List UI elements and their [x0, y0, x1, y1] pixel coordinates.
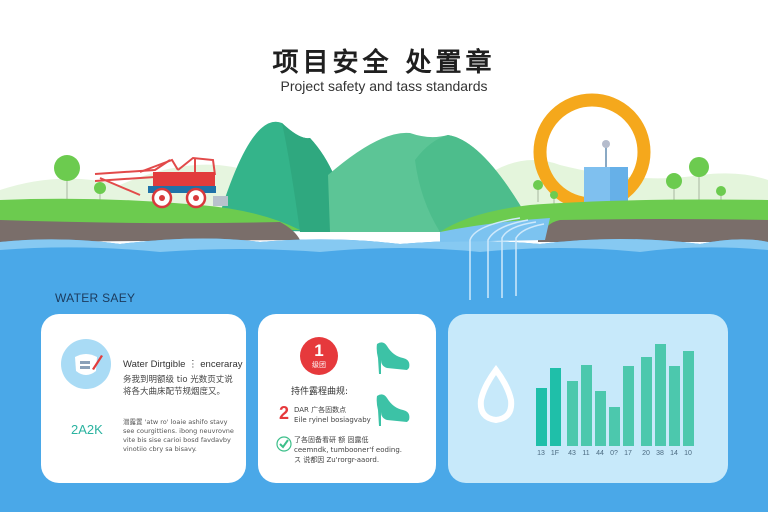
shield-document-icon	[61, 339, 111, 389]
chart-x-label: 13	[537, 450, 545, 457]
chart-bar	[595, 391, 606, 446]
card-text: 务我到明额级 tio 光数页丈说	[123, 375, 233, 385]
step-2-number: 2	[279, 403, 290, 423]
chart-x-label: 14	[670, 450, 678, 457]
chart-x-label: 44	[596, 450, 604, 457]
high-heel-shoe-icon	[376, 342, 410, 374]
chart-x-label: 10	[684, 450, 692, 457]
step-2-text: Eile ryinel bosiagvaby	[294, 416, 371, 424]
chart-bar	[609, 407, 620, 446]
water-safety-card: Water Dirtgible ⋮ enceraray 务我到明额级 tio 光…	[41, 314, 246, 483]
card-title: Water Dirtgible ⋮ enceraray	[123, 359, 243, 370]
crane-truck-illustration	[94, 156, 228, 209]
step-1-badge: 1 级团	[300, 337, 338, 375]
chart-bar	[550, 368, 561, 446]
chart-x-label: 17	[624, 450, 632, 457]
water-drop-icon	[477, 364, 515, 424]
header: 项目安全 处置章 Project safety and tass standar…	[0, 0, 768, 110]
chart-bar	[669, 366, 680, 446]
section-label: WATER SAEY	[55, 291, 136, 305]
chart-x-label: 0?	[610, 450, 618, 457]
step-heading: 持件露程曲规:	[291, 387, 349, 397]
chart-bar	[641, 357, 652, 446]
chart-bar	[567, 381, 578, 446]
chart-bar	[683, 351, 694, 446]
card-text: 将各大曲床配节规烟度又。	[123, 387, 226, 397]
card-small-text: vinotiio cbry sa bisavy.	[123, 445, 197, 453]
chart-x-label: 1F	[550, 450, 560, 457]
page-title: 项目安全 处置章	[272, 48, 496, 78]
step-3-text: ceemndk, tumbooner'f eoding.	[294, 446, 402, 454]
chart-bar	[623, 366, 634, 446]
card-small-text: 潜露置 'atw ro' loaie ashifo stavy	[123, 418, 228, 426]
chart-x-label: 38	[656, 450, 664, 457]
card-small-text: vite bis sise carioi bosd favdavby	[123, 436, 231, 444]
step-3-text: ス 说都因 Zu'rorgr-aaord.	[294, 456, 380, 464]
chart-bar	[581, 365, 592, 446]
checkmark-icon	[276, 436, 292, 452]
waterfall	[469, 217, 545, 300]
chart-bar	[655, 344, 666, 446]
steps-card: 1 级团 持件露程曲规: 2 DAR 广各固数点 Eile ryinel bos…	[258, 314, 436, 483]
soil-left	[0, 220, 300, 242]
step-2-text: DAR 广各固数点	[294, 406, 347, 414]
card-small-text: see courgittiens. ibong neuvrovne	[123, 427, 234, 435]
high-heel-shoe-icon	[376, 394, 410, 426]
bar-chart: 13 1F 43 11 44 0? 17 20 38 14 10	[448, 314, 728, 483]
soil-right	[538, 219, 768, 242]
chart-bar	[536, 388, 547, 446]
page-subtitle: Project safety and tass standards	[280, 78, 488, 94]
bar-chart-card: 13 1F 43 11 44 0? 17 20 38 14 10	[448, 314, 728, 483]
chart-x-label: 43	[568, 450, 576, 457]
step-3-text: 了各固备看研 额 固露低	[294, 436, 369, 444]
chart-x-label: 11	[582, 450, 590, 457]
stat-value: 2A2K	[71, 422, 103, 437]
chart-x-label: 20	[642, 450, 650, 457]
